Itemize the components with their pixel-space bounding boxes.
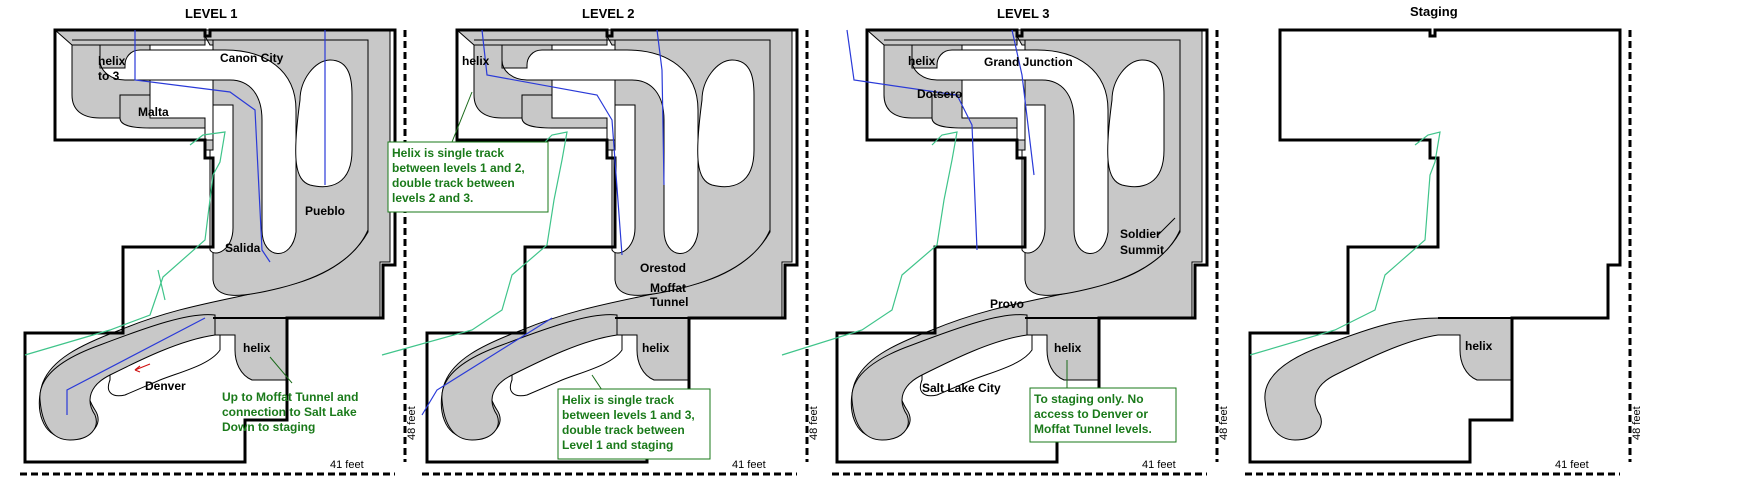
label-pueblo: Pueblo: [305, 204, 345, 218]
aisle: [1021, 104, 1046, 254]
note-line: access to Denver or: [1034, 407, 1148, 421]
connector-track: [157, 269, 166, 301]
label-helix: helix: [642, 341, 670, 355]
height-label: 48 feet: [1218, 406, 1230, 440]
panel-title: LEVEL 2: [582, 6, 635, 21]
connector-track: [1249, 131, 1441, 356]
label-helix: helix: [98, 54, 126, 68]
benchwork-denver: [851, 314, 1028, 441]
note-box: [1029, 387, 1177, 443]
note-box: [387, 141, 549, 213]
note-line: between levels 1 and 3,: [562, 408, 695, 422]
connector-track: [381, 131, 568, 356]
aisle: [697, 59, 755, 188]
benchwork-denver: [39, 314, 216, 441]
width-label: 41 feet: [330, 459, 364, 471]
label-summit: Summit: [1120, 243, 1164, 257]
note-leader: [269, 356, 293, 384]
height-label: 48 feet: [808, 406, 820, 440]
panel-level-3: LEVEL 3 helix Grand Junction Dotsero Sol…: [781, 6, 1230, 476]
label-provo: Provo: [990, 297, 1024, 311]
note-line: To staging only. No: [1034, 392, 1144, 406]
direction-arrow-icon: [134, 363, 151, 371]
benchwork-lower: [212, 317, 288, 381]
mainline-track: [421, 317, 553, 416]
note-line: Up to Moffat Tunnel and: [222, 390, 358, 404]
label-helix: helix: [243, 341, 271, 355]
aisle: [295, 59, 353, 188]
label-leader: [1156, 217, 1176, 237]
label-soldier: Soldier: [1120, 227, 1161, 241]
label-salida: Salida: [225, 241, 261, 255]
label-denver: Denver: [145, 379, 186, 393]
label-to-3: to 3: [98, 69, 120, 83]
room-walls: [23, 28, 397, 464]
aisle: [209, 104, 234, 254]
width-label: 41 feet: [732, 459, 766, 471]
panel-level-1: LEVEL 1 helix to 3 Canon City Malta Pueb…: [20, 6, 418, 476]
panel-title: Staging: [1410, 4, 1458, 19]
note-line: Moffat Tunnel levels.: [1034, 422, 1152, 436]
note-line: Helix is single track: [392, 146, 504, 160]
panel-title: LEVEL 1: [185, 6, 238, 21]
note-line: connection to Salt Lake: [222, 405, 357, 419]
note-line: levels 2 and 3.: [392, 191, 473, 205]
height-label: 48 feet: [406, 406, 418, 440]
aisle: [911, 45, 1109, 254]
width-label: 41 feet: [1142, 459, 1176, 471]
benchwork-staging: [1264, 317, 1513, 441]
note-line: double track between: [392, 176, 515, 190]
label-tunnel: Tunnel: [650, 295, 688, 309]
aisle: [611, 104, 636, 254]
mainline-track: [481, 29, 623, 256]
mainline-track: [846, 29, 978, 251]
note-leader: [451, 91, 473, 143]
note-leader: [591, 374, 603, 391]
panel-title: LEVEL 3: [997, 6, 1050, 21]
label-helix: helix: [1465, 339, 1493, 353]
label-grand-junction: Grand Junction: [984, 55, 1073, 69]
mainline-track: [656, 29, 665, 186]
height-label: 48 feet: [1631, 406, 1643, 440]
note-line: Helix is single track: [562, 393, 674, 407]
aisle: [1107, 59, 1165, 188]
aisle: [501, 45, 699, 254]
note-line: Down to staging: [222, 420, 315, 434]
panel-staging: Staging helix 48 feet 41 feet: [1245, 4, 1643, 476]
note-box: [557, 388, 711, 460]
mainline-track: [134, 30, 271, 263]
label-canon-city: Canon City: [220, 51, 284, 65]
label-moffat: Moffat: [650, 281, 686, 295]
connector-track: [781, 131, 958, 356]
label-dotsero: Dotsero: [917, 87, 962, 101]
note-line: Level 1 and staging: [562, 438, 673, 452]
label-orestod: Orestod: [640, 261, 686, 275]
label-malta: Malta: [138, 105, 169, 119]
panel-level-2: LEVEL 2 helix Orestod Moffat Tunnel heli…: [381, 6, 820, 476]
width-label: 41 feet: [1555, 459, 1589, 471]
aisle: [99, 45, 297, 254]
benchwork-lower: [1024, 317, 1100, 381]
mainline-track: [1011, 29, 1035, 176]
note-line: between levels 1 and 2,: [392, 161, 525, 175]
label-salt-lake-city: Salt Lake City: [922, 381, 1001, 395]
benchwork-denver: [441, 314, 618, 441]
label-helix: helix: [462, 54, 490, 68]
label-helix: helix: [1054, 341, 1082, 355]
note-line: double track between: [562, 423, 685, 437]
connector-track: [24, 131, 226, 356]
mainline-track: [66, 317, 206, 415]
label-helix: helix: [908, 54, 936, 68]
benchwork-lower: [614, 317, 690, 381]
